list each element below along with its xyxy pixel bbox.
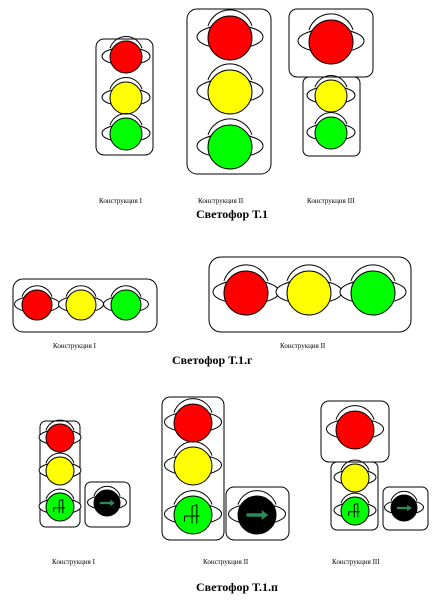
t1-c2-green-lamp xyxy=(207,124,253,170)
t1-caption-3: Конструкция III xyxy=(307,197,355,205)
t1p-title: Светофор Т.1.п xyxy=(196,580,278,594)
t1p-c1-tram-symbol-icon xyxy=(53,498,65,514)
t1p-c3-yellow-lamp xyxy=(340,463,370,493)
t1-c2-red-lamp xyxy=(207,15,253,61)
t1g-c2-yellow-lamp-hood xyxy=(286,264,332,282)
t1-c2-red-lamp-hood xyxy=(207,9,253,27)
t1p-c3-red-lamp-hood xyxy=(335,405,375,420)
t1-title: Светофор Т.1 xyxy=(196,207,268,221)
t1g-c1-yellow-lamp-hood xyxy=(65,285,97,297)
t1g-c2-yellow-lamp xyxy=(286,270,332,316)
t1p-c3-yellow-lamp-hood xyxy=(340,459,370,471)
t1p-c2-tram-symbol-icon xyxy=(183,504,200,524)
t1p-c3-red-lamp xyxy=(335,410,375,450)
t1g-c2-green-lamp xyxy=(350,270,396,316)
t1g-caption-1: Конструкция I xyxy=(53,342,96,350)
t1p-c1-green-lamp-hood xyxy=(45,488,75,500)
t1p-c1-arrow-lamp-hood xyxy=(93,485,121,497)
t1p-c2-yellow-lamp-hood xyxy=(173,441,213,456)
t1-c2-yellow-lamp xyxy=(207,69,253,115)
t1-c2-yellow-lamp-hood xyxy=(207,63,253,81)
t1g-c1-green-lamp-hood xyxy=(110,285,142,297)
t1p-c3-green-lamp-hood xyxy=(340,492,370,504)
t1-c3-green-lamp xyxy=(314,116,348,150)
t1-c1-red-lamp-hood xyxy=(109,36,143,49)
t1p-caption-1: Конструкция I xyxy=(52,558,95,566)
t1p-c1-red-lamp-hood xyxy=(45,419,75,431)
t1-c1-red-lamp xyxy=(109,40,143,74)
t1g-caption-2: Конструкция II xyxy=(280,342,326,350)
t1g-c1-red-lamp xyxy=(21,289,53,321)
t1p-c2-red-lamp xyxy=(173,403,213,443)
t1-c3-red-lamp xyxy=(308,19,354,65)
t1p-c3-tram-symbol-icon xyxy=(348,502,360,518)
t1-c2-green-lamp-hood xyxy=(207,118,253,136)
t1p-caption-2: Конструкция II xyxy=(203,558,249,566)
t1-c1-yellow-lamp xyxy=(109,81,143,115)
t1p-c1-yellow-lamp-hood xyxy=(45,452,75,464)
t1-c1-green-lamp-hood xyxy=(109,113,143,126)
t1-c1-yellow-lamp-hood xyxy=(109,77,143,90)
t1-c3-yellow-lamp xyxy=(314,79,348,113)
t1p-c2-arrow-lamp-hood xyxy=(237,490,277,505)
t1p-c3-arrow-lamp-right-arrow-icon xyxy=(407,504,412,512)
t1g-c1-red-lamp-hood xyxy=(21,285,53,297)
t1-c3-green-lamp-hood xyxy=(314,112,348,125)
t1p-c1-green-lamp xyxy=(45,492,75,522)
t1p-c2-red-lamp-hood xyxy=(173,398,213,413)
t1g-c2-green-lamp-hood xyxy=(350,264,396,282)
t1p-c1-arrow-lamp-right-arrow-icon xyxy=(110,499,115,507)
t1p-caption-3: Конструкция III xyxy=(332,558,380,566)
t1-caption-2: Конструкция II xyxy=(198,197,244,205)
t1p-c2-arrow-lamp-right-arrow-icon xyxy=(261,510,269,520)
t1-c3-yellow-lamp-hood xyxy=(314,75,348,88)
t1g-c1-yellow-lamp xyxy=(65,289,97,321)
t1g-c2-red-lamp-hood xyxy=(223,264,269,282)
t1g-title: Светофор Т.1.г xyxy=(172,353,253,367)
t1g-c1-green-lamp xyxy=(110,289,142,321)
t1p-c1-red-lamp xyxy=(45,423,75,453)
t1p-c2-green-lamp-hood xyxy=(173,490,213,505)
t1p-c1-yellow-lamp xyxy=(45,456,75,486)
t1p-c2-green-lamp xyxy=(173,495,213,535)
t1p-c2-yellow-lamp xyxy=(173,446,213,486)
t1p-c3-arrow-lamp-hood xyxy=(390,490,418,502)
t1-caption-1: Конструкция I xyxy=(99,197,142,205)
t1-c1-green-lamp xyxy=(109,117,143,151)
t1p-c3-green-lamp xyxy=(340,496,370,526)
t1-c3-red-lamp-hood xyxy=(308,13,354,31)
t1g-c2-red-lamp xyxy=(223,270,269,316)
